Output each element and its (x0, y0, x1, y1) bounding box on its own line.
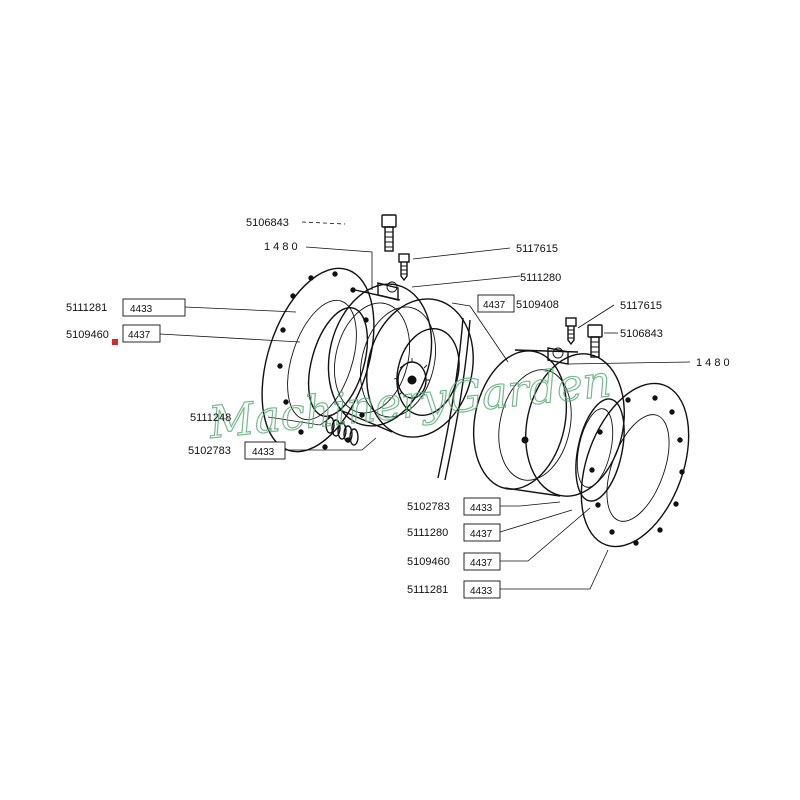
box-5111281-left (122, 298, 186, 317)
label-5117615-right: 5117615 (620, 300, 662, 312)
left-assembly (261, 267, 474, 453)
small-screw-right (565, 317, 577, 346)
label-5111280-top: 5111280 (520, 272, 561, 284)
left-spring (325, 416, 359, 446)
label-5109460-bottom: 5109460 (407, 556, 450, 568)
box-5102783-left (244, 441, 286, 460)
svg-text:4433: 4433 (470, 503, 493, 514)
box-5111280-bottom (463, 523, 501, 542)
box-5102783-bottom (463, 497, 501, 516)
svg-text:4433: 4433 (252, 447, 275, 458)
box-5109460-bottom (463, 552, 501, 571)
label-5117615-top: 5117615 (516, 243, 558, 255)
right-flange-gasket (580, 382, 690, 548)
leader-lines (159, 221, 691, 590)
label-5106843-right: 5106843 (620, 328, 663, 340)
label-5111280-bottom: 5111280 (407, 527, 448, 539)
right-housing (472, 347, 625, 497)
label-1480-top: 1 4 8 0 (264, 241, 298, 253)
label-5111248: 5111248 (190, 412, 231, 424)
watermark-text: MachineryGarden (206, 356, 614, 449)
label-5109408: 5109408 (516, 299, 559, 311)
label-5109460-left: 5109460 (66, 329, 109, 341)
part-labels: 5106843 1 4 8 0 5117615 5111280 5111281 … (66, 217, 730, 599)
left-housing (327, 281, 474, 438)
box-5111281-bottom (463, 580, 501, 599)
right-assembly (472, 347, 690, 548)
label-5102783-bottom: 5102783 (407, 501, 450, 513)
label-5102783-left: 5102783 (188, 445, 231, 457)
label-5111281-left: 5111281 (66, 302, 107, 314)
svg-text:4437: 4437 (470, 529, 493, 540)
label-1480-right: 1 4 8 0 (696, 357, 730, 369)
svg-text:4433: 4433 (130, 304, 153, 315)
top-bolt-left (381, 214, 397, 252)
connecting-hose (437, 317, 464, 479)
svg-text:4437: 4437 (483, 300, 506, 311)
label-5111281-bottom: 5111281 (407, 584, 448, 596)
svg-text:4437: 4437 (128, 330, 151, 341)
label-5106843-top: 5106843 (246, 217, 289, 229)
right-o-ring (575, 398, 625, 502)
box-5109408 (477, 294, 515, 313)
red-marker (112, 339, 118, 345)
box-5109460-left (122, 324, 161, 343)
top-bolt-right (587, 324, 603, 358)
small-screw-left (398, 253, 410, 282)
left-o-ring (307, 306, 369, 418)
svg-text:4437: 4437 (470, 558, 493, 569)
svg-text:4433: 4433 (470, 586, 493, 597)
